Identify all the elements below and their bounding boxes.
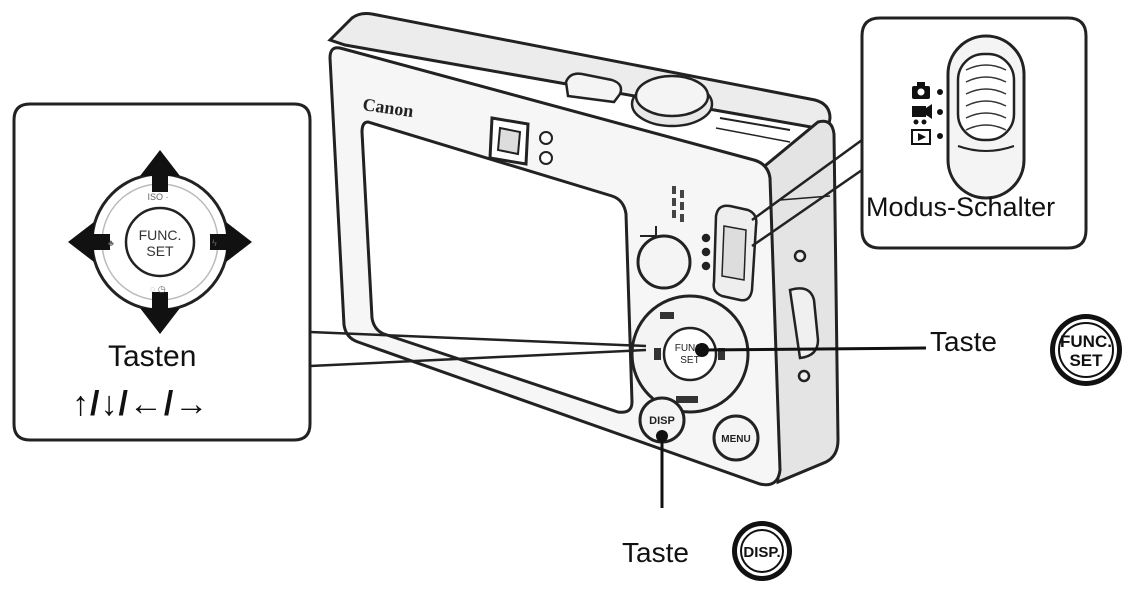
inset-mode-switch	[911, 34, 1026, 200]
shutter-button	[634, 74, 710, 118]
mode-leader-bottom	[751, 168, 863, 248]
arrow-down-icon	[140, 292, 180, 334]
inset-dpad: FUNC. SET ISO · ϟ ♣ ◌ ◷	[68, 150, 252, 334]
camera-func-button	[662, 326, 718, 382]
camera-disp-button: DISP	[638, 396, 686, 444]
svg-text:FUNC.: FUNC.	[1060, 332, 1112, 351]
speaker-grille	[672, 186, 684, 222]
print-button	[636, 226, 692, 290]
svg-text:FUNC.: FUNC.	[139, 227, 182, 243]
svg-text:ISO ·: ISO ·	[147, 192, 168, 202]
dpad-leader-bottom	[309, 348, 647, 368]
arrow-left-icon	[68, 222, 110, 262]
svg-text:SET: SET	[146, 243, 174, 259]
lcd-screen	[360, 120, 634, 414]
func-button-label: Taste	[930, 326, 997, 357]
camera-icon	[912, 82, 930, 99]
dpad-leader-top	[309, 330, 647, 348]
svg-text:ϟ: ϟ	[212, 238, 217, 248]
svg-text:♣: ♣	[108, 238, 114, 248]
playback-icon	[911, 129, 931, 145]
dpad-label: Tasten	[108, 340, 197, 373]
svg-text:DISP.: DISP.	[743, 544, 780, 561]
dpad-arrows-label: ↑/↓/←/→	[72, 385, 210, 423]
disp-leader-dot	[656, 430, 668, 442]
arrow-up-icon	[140, 150, 180, 192]
camera-dpad: FUNC. SET	[630, 294, 750, 414]
mode-leader-top	[751, 138, 863, 222]
camera-menu-button: MENU	[712, 414, 760, 462]
viewfinder	[488, 116, 553, 166]
top-controls	[564, 72, 791, 143]
camera-mode-switch	[701, 204, 758, 302]
svg-text:MENU: MENU	[721, 434, 750, 445]
mode-switch-label: Modus-Schalter	[866, 192, 1056, 222]
movie-icon	[912, 104, 932, 125]
svg-text:FUNC.: FUNC.	[675, 343, 706, 354]
func-leader-dot	[695, 343, 709, 357]
svg-text:SET: SET	[680, 355, 699, 366]
svg-text:◌ ◷: ◌ ◷	[150, 284, 166, 294]
func-set-icon: FUNC. SET	[1050, 314, 1122, 386]
disp-button-label: Taste	[622, 537, 689, 568]
arrow-right-icon	[210, 222, 252, 262]
svg-text:DISP: DISP	[649, 415, 675, 427]
svg-text:SET: SET	[1069, 351, 1103, 370]
func-leader-line	[701, 346, 927, 352]
flash-hotshoe	[564, 72, 623, 104]
disp-icon: DISP.	[732, 521, 792, 581]
inset-func-button	[124, 206, 196, 278]
